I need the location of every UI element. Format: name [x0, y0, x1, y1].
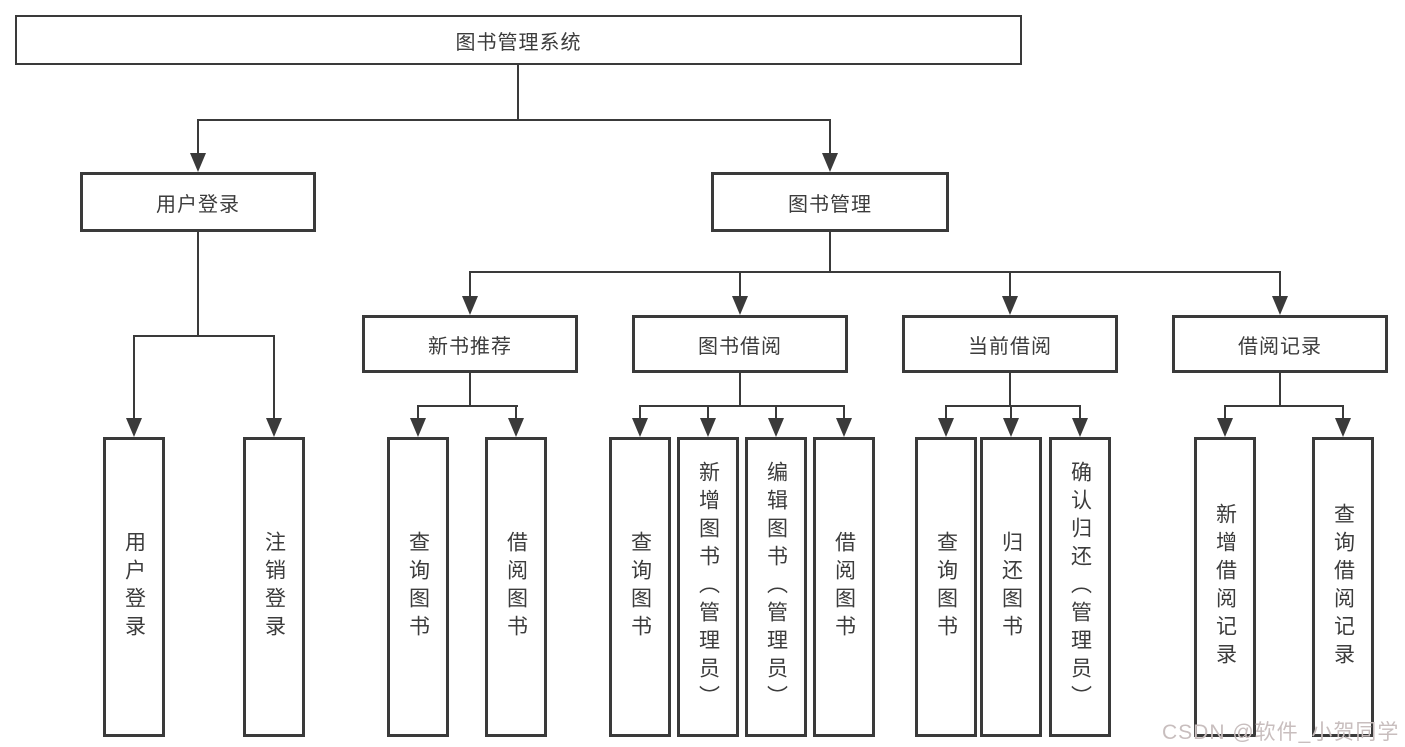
node-edit-books-admin: 编辑图书（管理员）: [745, 437, 807, 737]
arrowhead-icon: [1217, 418, 1233, 437]
node-user-login-leaf: 用户登录: [103, 437, 165, 737]
node-add-borrow-record: 新增借阅记录: [1194, 437, 1256, 737]
edge-line: [469, 271, 471, 298]
arrowhead-icon: [462, 296, 478, 315]
edge-line: [133, 335, 275, 337]
arrowhead-icon: [822, 153, 838, 172]
arrowhead-icon: [508, 418, 524, 437]
edge-line: [1224, 405, 1226, 420]
edge-line: [197, 119, 831, 121]
edge-line: [707, 405, 709, 420]
arrowhead-icon: [1003, 418, 1019, 437]
edge-line: [1224, 405, 1344, 407]
edge-line: [945, 405, 947, 420]
node-query-books-borrowing: 查询图书: [609, 437, 671, 737]
node-add-books-admin: 新增图书（管理员）: [677, 437, 739, 737]
arrowhead-icon: [410, 418, 426, 437]
edge-line: [469, 271, 1281, 273]
edge-line: [829, 230, 831, 273]
node-query-borrow-record: 查询借阅记录: [1312, 437, 1374, 737]
arrowhead-icon: [700, 418, 716, 437]
node-query-books-recommend: 查询图书: [387, 437, 449, 737]
node-borrowing-records: 借阅记录: [1172, 315, 1388, 373]
node-query-books-current: 查询图书: [915, 437, 977, 737]
edge-line: [1279, 271, 1281, 298]
edge-line: [417, 405, 419, 420]
arrowhead-icon: [938, 418, 954, 437]
edge-line: [739, 271, 741, 298]
edge-line: [945, 405, 1081, 407]
edge-line: [1010, 405, 1012, 420]
arrowhead-icon: [1272, 296, 1288, 315]
csdn-watermark: CSDN @软件_小贺同学: [1162, 721, 1400, 744]
edge-line: [739, 371, 741, 407]
edge-line: [515, 405, 517, 420]
arrowhead-icon: [190, 153, 206, 172]
arrowhead-icon: [266, 418, 282, 437]
arrowhead-icon: [732, 296, 748, 315]
node-return-books: 归还图书: [980, 437, 1042, 737]
edge-line: [197, 230, 199, 337]
edge-line: [1009, 371, 1011, 407]
edge-line: [469, 371, 471, 407]
arrowhead-icon: [1335, 418, 1351, 437]
arrowhead-icon: [1072, 418, 1088, 437]
edge-line: [197, 119, 199, 155]
edge-line: [843, 405, 845, 420]
edge-line: [133, 335, 135, 420]
edge-line: [273, 335, 275, 420]
edge-line: [417, 405, 518, 407]
node-root: 图书管理系统: [15, 15, 1022, 65]
node-book-borrowing: 图书借阅: [632, 315, 848, 373]
node-user-login: 用户登录: [80, 172, 316, 232]
edge-line: [639, 405, 641, 420]
node-logout-leaf: 注销登录: [243, 437, 305, 737]
node-borrow-books-recommend: 借阅图书: [485, 437, 547, 737]
arrowhead-icon: [836, 418, 852, 437]
edge-line: [775, 405, 777, 420]
edge-line: [639, 405, 845, 407]
node-new-book-recommend: 新书推荐: [362, 315, 578, 373]
arrowhead-icon: [632, 418, 648, 437]
edge-line: [1279, 371, 1281, 407]
node-borrow-books-leaf: 借阅图书: [813, 437, 875, 737]
node-confirm-return-admin: 确认归还（管理员）: [1049, 437, 1111, 737]
edge-line: [1079, 405, 1081, 420]
node-current-borrowing: 当前借阅: [902, 315, 1118, 373]
edge-line: [517, 63, 519, 121]
edge-line: [1009, 271, 1011, 298]
node-book-management: 图书管理: [711, 172, 949, 232]
edge-line: [1342, 405, 1344, 420]
arrowhead-icon: [1002, 296, 1018, 315]
edge-line: [829, 119, 831, 155]
arrowhead-icon: [768, 418, 784, 437]
arrowhead-icon: [126, 418, 142, 437]
